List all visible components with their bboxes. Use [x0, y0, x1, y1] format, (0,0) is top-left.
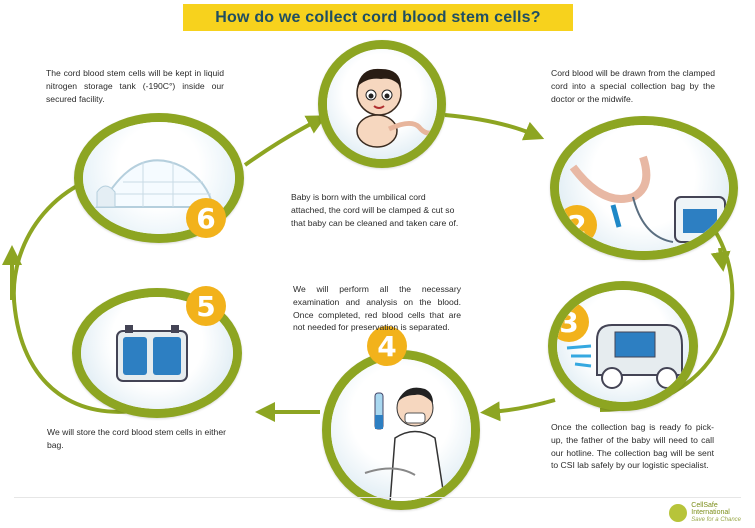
- step-3-description: Once the collection bag is ready fo pick…: [551, 422, 714, 471]
- step-1-description: Baby is born with the umbilical cord att…: [291, 192, 459, 228]
- page-title: How do we collect cord blood stem cells?: [215, 8, 541, 26]
- step-6-badge: 6: [186, 198, 226, 238]
- logo-name-line2: International: [691, 509, 730, 516]
- footer-divider: [14, 497, 741, 498]
- step-2-badge: 2: [559, 205, 597, 245]
- arrow-1-to-2: [444, 113, 545, 141]
- step-3-badge: 3: [557, 302, 589, 342]
- title-banner: How do we collect cord blood stem cells?: [183, 4, 573, 31]
- step-2-description: Cord blood will be drawn from the clampe…: [551, 68, 715, 104]
- logo-tagline: Save for a Chance: [691, 516, 741, 523]
- blood-collection-bag-icon: [569, 155, 726, 243]
- arrow-6-to-1: [243, 115, 327, 167]
- step-2-circle: 2: [550, 116, 738, 260]
- arrow-3-to-4: [480, 398, 556, 422]
- step-5-badge: 5: [186, 286, 226, 326]
- storage-bag-icon: [116, 325, 188, 382]
- step-4-description: We will perform all the necessary examin…: [293, 284, 461, 333]
- step-6-description: The cord blood stem cells will be kept i…: [46, 68, 224, 104]
- company-logo: CellSafe International Save for a Chance: [669, 502, 741, 525]
- baby-icon: [356, 68, 437, 148]
- transport-van-icon: [566, 324, 683, 389]
- step-4-badge: 4: [367, 326, 407, 366]
- logo-emblem-icon: [669, 503, 688, 522]
- step-5-description: We will store the cord blood stem cells …: [47, 427, 226, 450]
- step-1-circle: 1: [318, 40, 446, 168]
- step-3-circle: 3: [548, 281, 698, 411]
- igloo-icon: [94, 159, 215, 208]
- lab-scientist-icon: [364, 387, 446, 501]
- logo-name-line1: CellSafe: [691, 501, 718, 509]
- step-4-circle: [322, 350, 480, 510]
